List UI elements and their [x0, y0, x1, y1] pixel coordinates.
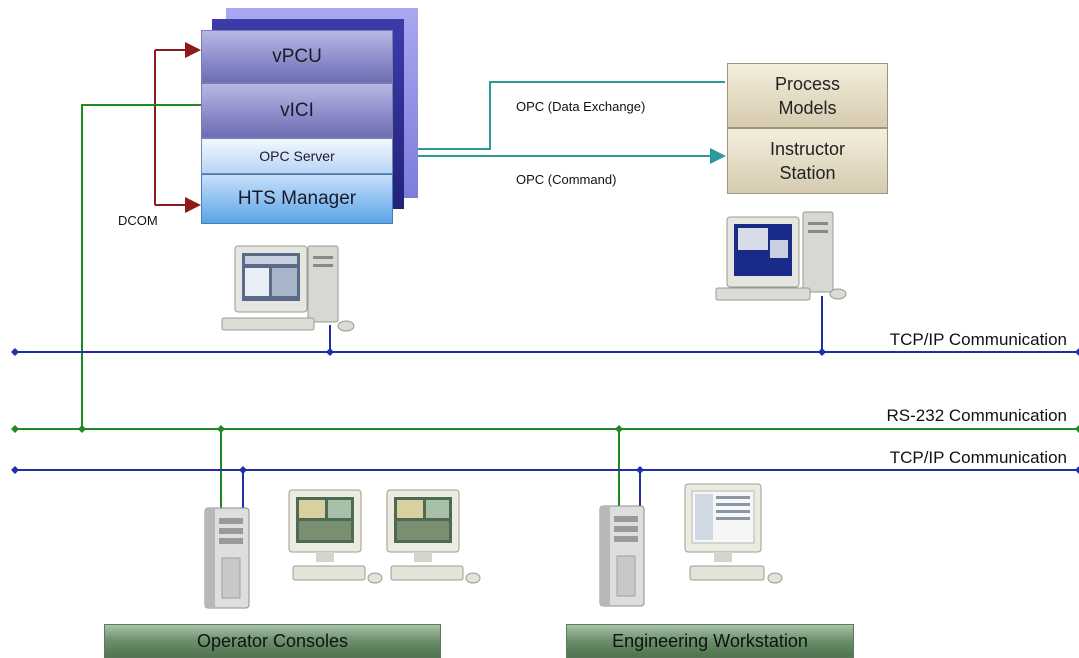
hts-manager-label: HTS Manager — [237, 188, 357, 209]
engineering-server-tower-icon — [599, 505, 645, 607]
rs232-bus — [11, 425, 1079, 508]
instructor-desktop-computer-icon — [715, 211, 847, 301]
operator-consoles-label: Operator Consoles — [196, 630, 349, 651]
process-models-block: Process Models — [727, 63, 888, 128]
hts-manager-block: HTS Manager — [201, 174, 393, 224]
vici-block: vICI — [201, 83, 393, 138]
opc-server-label: OPC Server — [259, 148, 335, 164]
tcpip-bus-bottom — [11, 466, 1079, 508]
tcpip-top-label: TCP/IP Communication — [889, 330, 1067, 349]
vpcu-block: vPCU — [201, 30, 393, 83]
opc-data-exchange-label: OPC (Data Exchange) — [516, 99, 646, 114]
hts-desktop-computer-icon — [221, 245, 355, 332]
operator-server-tower-icon — [204, 507, 250, 609]
dcom-label: DCOM — [118, 213, 158, 228]
engineering-workstation-box: Engineering Workstation — [566, 624, 854, 658]
tcpip-bottom-label: TCP/IP Communication — [889, 448, 1067, 467]
vici-rs232-drop — [81, 104, 201, 429]
engineering-monitor-icon — [684, 483, 783, 584]
instructor-station-line1: Instructor — [769, 139, 846, 159]
tcpip-bus-top — [11, 296, 1079, 356]
vpcu-label: vPCU — [272, 45, 322, 67]
process-models-line1: Process — [774, 73, 841, 94]
instructor-station-block: Instructor Station — [727, 128, 888, 194]
operator-consoles-box: Operator Consoles — [104, 624, 441, 658]
dcom-link — [154, 42, 201, 213]
process-models-line2: Models — [778, 97, 837, 118]
opc-command-label: OPC (Command) — [516, 172, 617, 187]
opc-data-exchange-link — [393, 81, 725, 157]
instructor-station-line2: Station — [779, 163, 836, 183]
engineering-workstation-label: Engineering Workstation — [612, 630, 808, 651]
operator-console-monitor-icon — [288, 489, 383, 584]
vici-label: vICI — [280, 99, 314, 121]
opc-server-block: OPC Server — [201, 138, 393, 174]
rs232-label: RS-232 Communication — [886, 406, 1067, 425]
operator-console-monitor-icon — [386, 489, 481, 584]
